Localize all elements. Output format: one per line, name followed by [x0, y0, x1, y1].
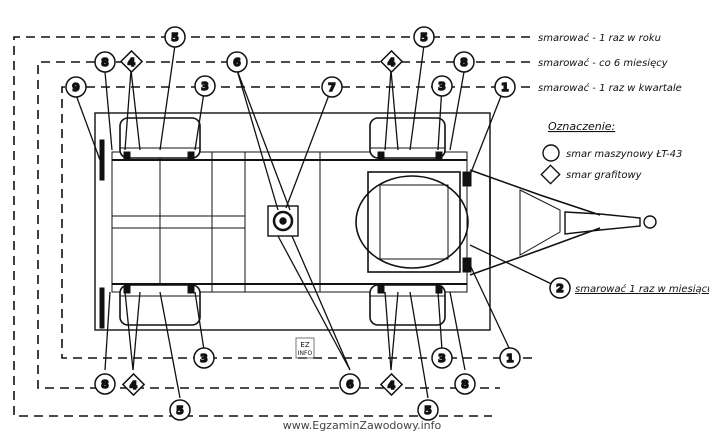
marker-8-bottom-left: 8	[101, 378, 109, 391]
marker-4-top-left: 4	[128, 56, 136, 69]
turntable	[355, 175, 469, 269]
marker-5-top-left: 5	[171, 31, 179, 44]
label-yearly: smarować - 1 raz w roku	[538, 32, 661, 44]
marker-3-bottom-left: 3	[200, 352, 208, 365]
marker-6-bottom: 6	[346, 378, 354, 391]
label-monthly: smarować 1 raz w miesiącu	[575, 283, 709, 295]
marker-8-bottom-right: 8	[461, 378, 469, 391]
leader-lines	[75, 44, 561, 399]
frame-yearly	[13, 36, 530, 417]
footer-watermark: www.EgzaminZawodowy.info	[283, 419, 442, 432]
marker-3-bottom-right: 3	[438, 352, 446, 365]
wheels	[119, 117, 446, 326]
legend-machine-grease: smar maszynowy ŁT-43	[566, 149, 682, 160]
marker-1-top: 1	[501, 81, 509, 94]
marker-8-top-right: 8	[460, 56, 468, 69]
inner-frame	[111, 151, 468, 293]
marker-9: 9	[72, 81, 80, 94]
marker-3-top-left: 3	[201, 80, 209, 93]
legend-title: Oznaczenie:	[548, 120, 615, 133]
stamp-line1: EZ	[300, 341, 309, 349]
marker-8-top-left: 8	[101, 56, 109, 69]
marker-5-top-right: 5	[420, 31, 428, 44]
label-half-year: smarować - co 6 miesięcy	[538, 57, 669, 69]
diamond-markers: 4 4 4 4	[119, 49, 404, 397]
stamp-line2: INFO	[298, 350, 313, 357]
label-quarterly: smarować - 1 raz w kwartale	[538, 82, 682, 94]
marker-5-bottom-right: 5	[424, 404, 432, 417]
marker-2: 2	[556, 282, 564, 295]
marker-7: 7	[328, 81, 336, 94]
trailer-chassis	[94, 112, 491, 331]
marker-3-top-right: 3	[438, 80, 446, 93]
marker-1-bottom: 1	[506, 352, 514, 365]
marker-4-top-right: 4	[388, 56, 396, 69]
marker-6-top: 6	[233, 56, 241, 69]
marker-5-bottom-left: 5	[176, 404, 184, 417]
marker-4-bottom-right: 4	[388, 379, 396, 392]
legend-diamond-icon	[540, 164, 561, 185]
drawbar	[469, 169, 657, 276]
wheel-front-bottom	[369, 284, 446, 326]
stamp: EZ INFO	[295, 337, 315, 359]
towing-eye	[643, 215, 657, 229]
legend-graphite-grease: smar grafitowy	[566, 170, 643, 181]
legend: Oznaczenie: smar maszynowy ŁT-43 smar gr…	[540, 120, 682, 185]
hardware	[99, 139, 472, 329]
marker-4-bottom-left: 4	[130, 379, 138, 392]
legend-circle-icon	[542, 144, 560, 162]
frame-half-year	[37, 61, 530, 389]
callout-markers: 5 5 8 8 6 3 3 9 7 1 2 3 3 1 8 6 8 5 5	[65, 26, 571, 421]
